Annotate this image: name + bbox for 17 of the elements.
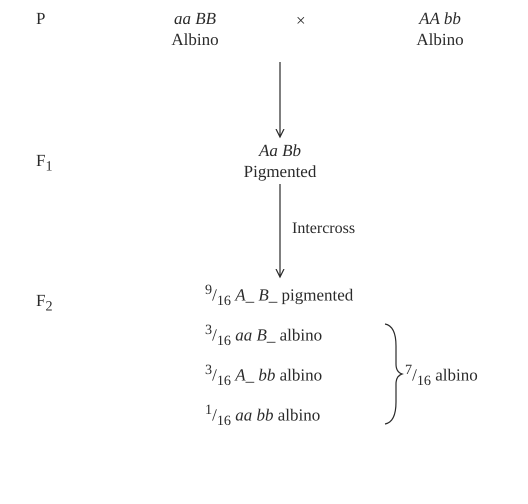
phenotype-label: Albino: [171, 29, 219, 50]
genotype-label: Aa Bb: [258, 140, 302, 161]
generation-label: F$_{1}$: [36, 150, 53, 176]
generation-label: F$_{2}$: [36, 290, 53, 316]
genotype-label: aa BB: [174, 8, 216, 29]
phenotype-label: $^{3}$/$_{16}$ A_ bb albino: [205, 361, 322, 392]
generation-label: P: [36, 8, 46, 29]
phenotype-label: $^{9}$/$_{16}$ A_ B_ pigmented: [205, 281, 354, 312]
arrow: [275, 62, 285, 138]
phenotype-label: $^{1}$/$_{16}$ aa bb albino: [205, 401, 320, 432]
phenotype-label: Pigmented: [244, 161, 316, 182]
arrow: [275, 184, 285, 278]
summary-label: $^{7}$/$_{16}$ albino: [405, 361, 478, 392]
phenotype-label: Albino: [416, 29, 464, 50]
genotype-label: AA bb: [419, 8, 461, 29]
phenotype-label: $^{3}$/$_{16}$ aa B_ albino: [205, 321, 322, 352]
cross-symbol: ×: [296, 10, 306, 31]
